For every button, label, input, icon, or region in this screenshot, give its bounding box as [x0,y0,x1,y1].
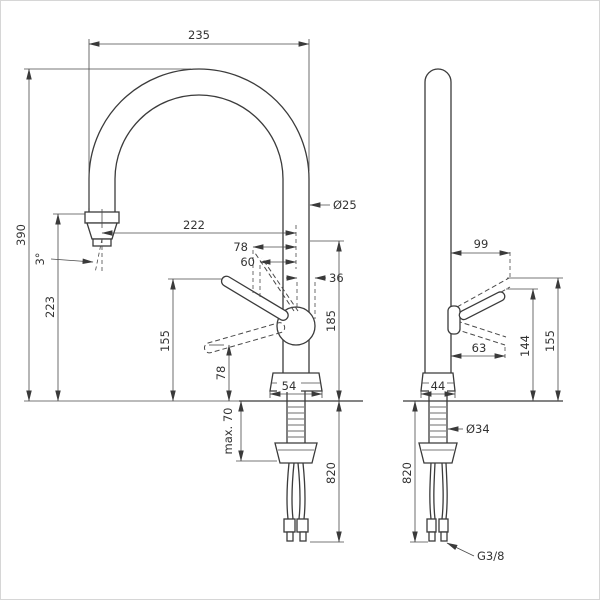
dim-front-spout-reach: 235 [188,28,210,42]
body-side [424,68,452,373]
shank-side [428,401,448,443]
handle [220,275,289,321]
shank [286,401,306,443]
dims-front: 235 390 223 3° 222 78 60 [14,28,357,543]
dim-front-base-width: 54 [282,379,297,393]
dim-front-spray-angle: 3° [33,252,47,265]
dim-front-reach: 222 [183,218,205,232]
faucet-body [276,179,316,373]
dim-front-body-height: 185 [324,310,338,332]
hoses [283,462,309,542]
dim-side-hose-length: 820 [400,462,414,484]
side-view: 99 155 144 63 44 Ø34 820 [400,68,563,563]
spout [88,68,310,212]
dim-front-max-thickness: max. 70 [221,408,235,455]
mounting-nut [274,442,318,464]
dim-front-total-height: 390 [14,224,28,246]
dim-front-outlet-height: 223 [43,296,57,318]
dim-side-connection-thread: G3/8 [477,549,504,563]
dim-side-handle-height-high: 155 [543,330,557,352]
dim-front-handle-offset-a: 78 [233,240,248,254]
dim-side-handle-depth: 63 [472,341,487,355]
dim-side-handle-height-low: 144 [518,335,532,357]
dim-front-hose-length: 820 [324,462,338,484]
dim-side-shank-diameter: Ø34 [466,422,490,436]
dims-side: 99 155 144 63 44 Ø34 820 [400,237,563,563]
dim-front-spout-diameter: Ø25 [333,198,357,212]
dim-side-handle-reach: 99 [474,237,489,251]
front-view: 235 390 223 3° 222 78 60 [14,28,363,543]
dim-front-handle-height-b: 78 [214,366,228,381]
dim-side-base-width: 44 [431,379,446,393]
hoses-side [426,462,449,542]
dim-front-handle-height-a: 155 [158,330,172,352]
handle-side [458,291,506,321]
dim-front-handle-offset-b: 60 [240,255,255,269]
mounting-nut-side [418,442,458,464]
spray-angle-lines [94,238,103,274]
dim-front-handle-offset-c: 36 [329,271,344,285]
handle-pivot [447,305,461,335]
